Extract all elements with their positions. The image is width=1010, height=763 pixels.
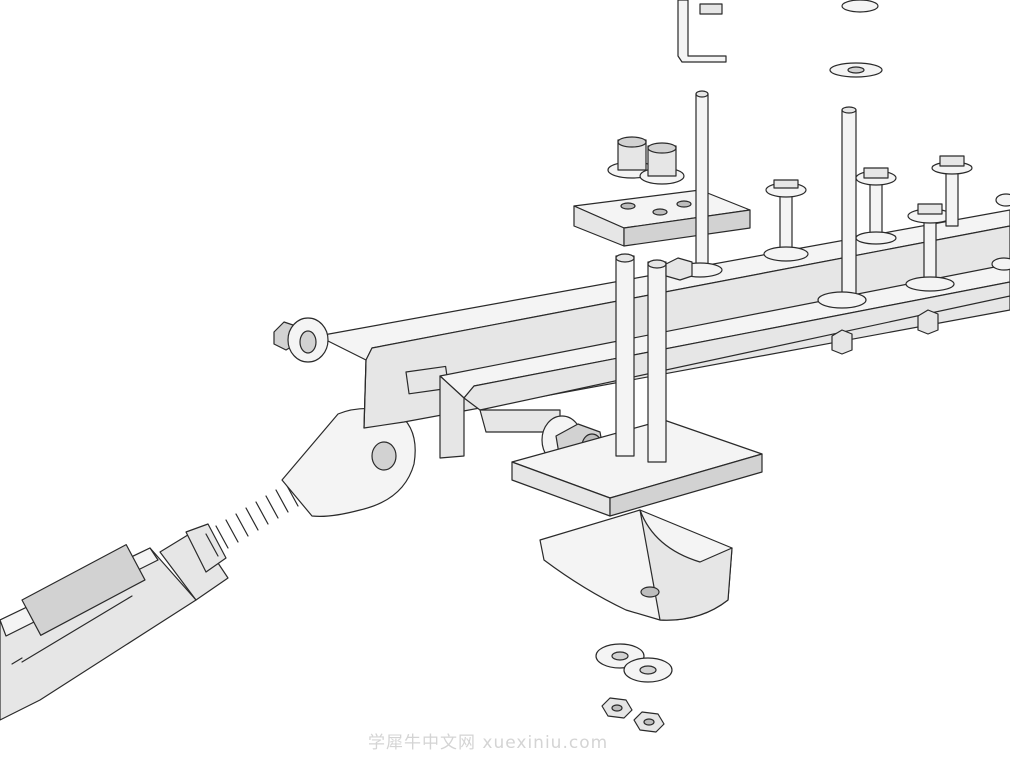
channel-bolt — [856, 168, 896, 244]
tall-rods — [678, 91, 866, 308]
upper-hex-bolts — [608, 137, 684, 184]
end-bolt-left — [274, 318, 449, 394]
channel-bolt — [764, 180, 808, 261]
threaded-rod-spring — [186, 484, 298, 572]
watermark: 学犀牛中文网 xuexiniu.com — [368, 733, 609, 753]
clevis-eye-end — [282, 408, 415, 516]
lower-clamp-plate — [512, 420, 762, 516]
top-brackets — [678, 0, 882, 77]
turnbuckle-spring — [12, 596, 132, 664]
vertical-rods-lower — [616, 254, 666, 462]
loose-washers — [596, 644, 672, 682]
channel-bolt — [932, 156, 972, 226]
under-channel-nuts — [666, 258, 938, 354]
loose-hex-nuts — [602, 698, 664, 732]
upper-clamp-plate — [574, 190, 750, 246]
saddle-bracket — [540, 510, 732, 620]
turnbuckle-body — [0, 530, 228, 720]
channel-bolt — [906, 204, 954, 291]
channel-bolt — [992, 194, 1010, 270]
